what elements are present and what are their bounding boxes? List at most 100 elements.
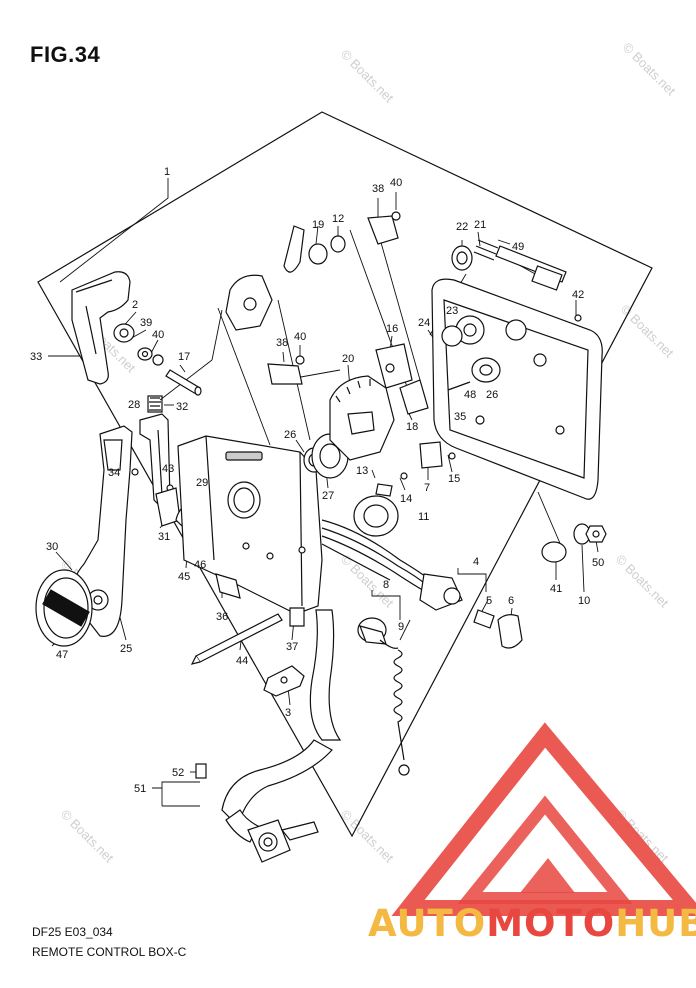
logo-text-moto: MOTO [486,902,616,945]
callout-36: 36 [216,611,228,623]
callout-37: 37 [286,641,298,653]
washer-part-48 [471,357,501,383]
key-cap-part-6 [497,614,523,649]
callout-11: 11 [418,511,429,523]
lanyard-coil-part-9 [393,649,405,761]
callout-27: 27 [322,490,334,502]
diagram-code: DF25 E03_034 [32,925,113,939]
callout-45: 45 [178,571,190,583]
callout-52: 52 [172,767,184,779]
callout-28: 28 [128,399,140,411]
figure-title: FIG.34 [30,42,101,67]
watermark-text: © Boats.net [58,807,117,866]
callout-15: 15 [448,473,460,485]
callout-6: 6 [508,595,514,607]
callout-26: 26 [284,429,296,441]
callout-38: 38 [372,183,384,195]
callout-1: 1 [164,166,170,178]
callout-38: 38 [276,337,288,349]
watermark-text: © Boats.net [620,40,679,99]
cam-plate-part-20 [329,375,395,461]
clip-part-40 [152,354,164,366]
watermark-text: © Boats.net [618,302,677,361]
nut-part-50 [585,525,607,543]
bracket-part-36 [215,573,241,599]
screw-part-42 [574,314,582,322]
callout-23: 23 [446,305,458,317]
callout-47: 47 [56,649,68,661]
callout-50: 50 [592,557,604,569]
callout-labels: 1 2 3 4 5 6 7 8 9 10 11 12 13 14 15 16 1… [30,166,604,795]
callout-8: 8 [383,579,389,591]
watermark-text: © Boats.net [338,807,397,866]
screw-part-14 [400,472,408,480]
callout-21: 21 [474,219,486,231]
automotohub-logo: AUTOMOTOHUB [368,902,696,945]
callout-3: 3 [285,707,291,719]
logo-triangle [391,722,696,916]
link-part-18 [399,379,429,415]
callout-29: 29 [196,477,208,489]
callout-32: 32 [176,401,188,413]
detent-part-19 [283,225,305,273]
bushing-part-41 [541,541,567,563]
clip-part-13 [375,483,393,497]
callout-26: 26 [486,389,498,401]
main-housing [177,435,323,615]
bracket-part-38-middle [267,363,303,385]
callout-2: 2 [132,299,138,311]
callout-18: 18 [406,421,418,433]
switch-part-7 [419,441,443,469]
callout-41: 41 [550,583,562,595]
screw-part-34 [131,468,139,476]
callout-24: 24 [418,317,430,329]
buzzer-part-11 [353,495,399,537]
callout-16: 16 [386,323,398,335]
callout-30: 30 [46,541,58,553]
callout-42: 42 [572,289,584,301]
enclosure-outline [37,111,653,838]
callout-46: 46 [194,559,206,571]
callout-12: 12 [332,213,344,225]
seal-part-22 [451,245,473,271]
callout-43: 43 [162,463,174,475]
watermark-text: © Boats.net [338,47,397,106]
spring-part-21 [473,239,499,261]
logo-text-hub: HUB [615,902,696,945]
lever-arm-part-25 [71,425,133,637]
callout-48: 48 [464,389,476,401]
callout-9: 9 [398,621,404,633]
callout-51: 51 [134,783,146,795]
clip-part-37 [289,607,305,627]
callout-39: 39 [140,317,152,329]
callout-17: 17 [178,351,190,363]
handle-grip-part-33 [71,271,131,385]
diagram-name: REMOTE CONTROL BOX-C [32,945,187,959]
callout-40: 40 [294,331,306,343]
callout-44: 44 [236,655,248,667]
key-part-5 [473,609,495,629]
gear-part-23 [441,325,463,347]
callout-34: 34 [108,467,120,479]
callout-40: 40 [390,177,402,189]
callout-49: 49 [512,241,524,253]
callout-20: 20 [342,353,354,365]
callout-22: 22 [456,221,468,233]
screw-part-15 [448,452,456,460]
callout-35: 35 [454,411,466,423]
callout-5: 5 [486,595,492,607]
bracket-part-38-upper [367,215,399,245]
callout-14: 14 [400,493,412,505]
long-bolt-part-44 [195,613,283,663]
callout-31: 31 [158,531,170,543]
fuse-part-52 [195,763,207,779]
screw-part-35 [447,381,471,391]
callout-19: 19 [312,219,324,231]
callout-25: 25 [120,643,132,655]
watermark-text: © Boats.net [613,552,672,611]
cable-harness [309,609,342,741]
logo-text-auto: AUTO [368,902,487,945]
callout-4: 4 [473,556,479,568]
